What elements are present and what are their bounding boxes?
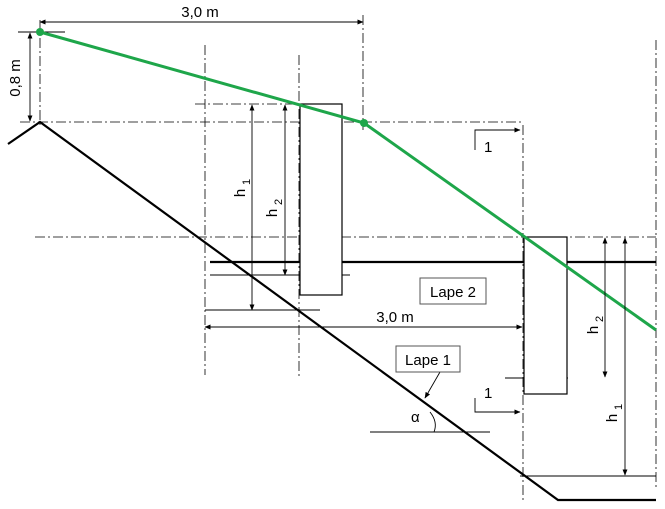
top-dimension-label: 3,0 m: [181, 4, 219, 21]
vertical-axis-lines: [39, 15, 657, 500]
upper-wall: [299, 103, 343, 296]
slope-indicator-bottom: [474, 398, 521, 415]
lape1-leader: [424, 371, 441, 399]
svg-text:1: 1: [241, 179, 253, 185]
svg-text:h: h: [264, 209, 281, 217]
svg-text:h: h: [232, 189, 249, 197]
surface-point-1: [36, 28, 44, 36]
lape2-label: Lape 2: [430, 284, 476, 301]
height-label: 0,8 m: [7, 59, 24, 97]
h2-label-left: h 2: [264, 199, 285, 217]
svg-text:2: 2: [273, 199, 285, 205]
slope-ratio-top: 1: [484, 139, 492, 156]
svg-text:1: 1: [613, 404, 625, 410]
slope-ratio-bottom: 1: [484, 385, 492, 402]
dimensions: [27, 19, 628, 476]
lape1-tag: [395, 345, 461, 373]
middle-dimension-label: 3,0 m: [376, 309, 414, 326]
lape1-label: Lape 1: [405, 352, 451, 369]
angle-label: α: [411, 409, 420, 426]
h1-label-right: h 1: [604, 404, 625, 422]
svg-text:h: h: [604, 414, 621, 422]
embankment-slope: [7, 120, 656, 502]
svg-text:2: 2: [594, 316, 606, 322]
lape2-tag: [419, 277, 487, 305]
svg-text:h: h: [585, 326, 602, 334]
h2-label-right: h 2: [585, 316, 606, 334]
h1-label-left: h 1: [232, 179, 253, 197]
slope-indicator-top: [474, 127, 521, 150]
angle-arc: [429, 411, 436, 433]
surface-point-2: [360, 119, 368, 127]
